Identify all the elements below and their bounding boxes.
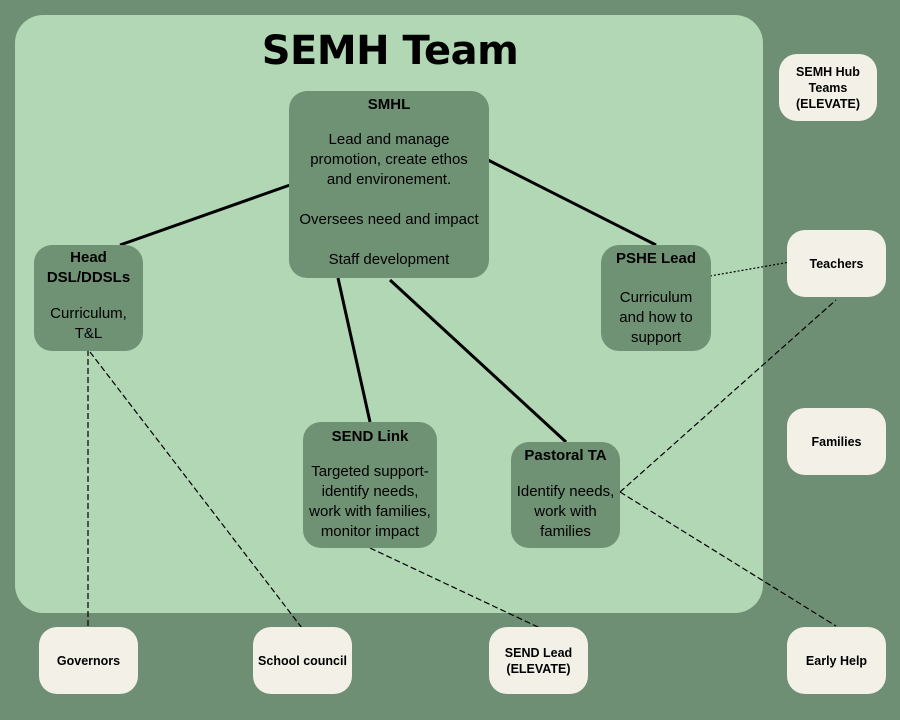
- link-pshe-teachers: [709, 261, 791, 277]
- teachers-box: Teachers: [787, 230, 886, 297]
- link-pastoral-ta-early-help: [619, 491, 837, 627]
- link-smhl-pshe-lead: [487, 158, 657, 247]
- send-link-description: Targeted support- identify needs, work w…: [309, 463, 431, 540]
- pastoral-ta-description: Identify needs, work with families: [516, 483, 615, 540]
- send-link-heading: SEND Link: [331, 428, 409, 445]
- head-dsl-node: Head DSL/DDSLs Curriculum, T&L: [34, 245, 143, 351]
- smhl-node: SMHL Lead and manage promotion, create e…: [289, 91, 489, 278]
- diagram-title: SEMH Team: [261, 28, 519, 74]
- head-dsl-description: Curriculum, T&L: [50, 305, 127, 342]
- pastoral-ta-heading: Pastoral TA: [524, 447, 607, 464]
- semh-hub-teams-box: SEMH Hub Teams (ELEVATE): [779, 54, 877, 121]
- link-smhl-pastoral-ta: [388, 278, 568, 444]
- smhl-description: Lead and manage promotion, create ethos …: [299, 131, 479, 268]
- pshe-lead-node: PSHE Lead Curriculum and how to support: [601, 245, 711, 351]
- families-box: Families: [787, 408, 886, 475]
- pshe-lead-heading: PSHE Lead: [615, 250, 697, 267]
- smhl-heading: SMHL: [367, 96, 411, 113]
- link-pastoral-ta-teachers: [619, 299, 837, 493]
- link-head-dsl-school-council: [89, 351, 303, 629]
- link-smhl-head-dsl: [119, 183, 291, 247]
- school-council-box: School council: [253, 627, 352, 694]
- link-smhl-send-link: [336, 277, 372, 423]
- pastoral-ta-node: Pastoral TA Identify needs, work with fa…: [511, 442, 620, 548]
- link-send-link-send-lead: [369, 547, 541, 629]
- send-link-node: SEND Link Targeted support- identify nee…: [303, 422, 437, 548]
- governors-box: Governors: [39, 627, 138, 694]
- send-lead-box: SEND Lead (ELEVATE): [489, 627, 588, 694]
- early-help-box: Early Help: [787, 627, 886, 694]
- pshe-lead-description: Curriculum and how to support: [619, 289, 693, 346]
- head-dsl-heading: Head DSL/DDSLs: [46, 249, 131, 286]
